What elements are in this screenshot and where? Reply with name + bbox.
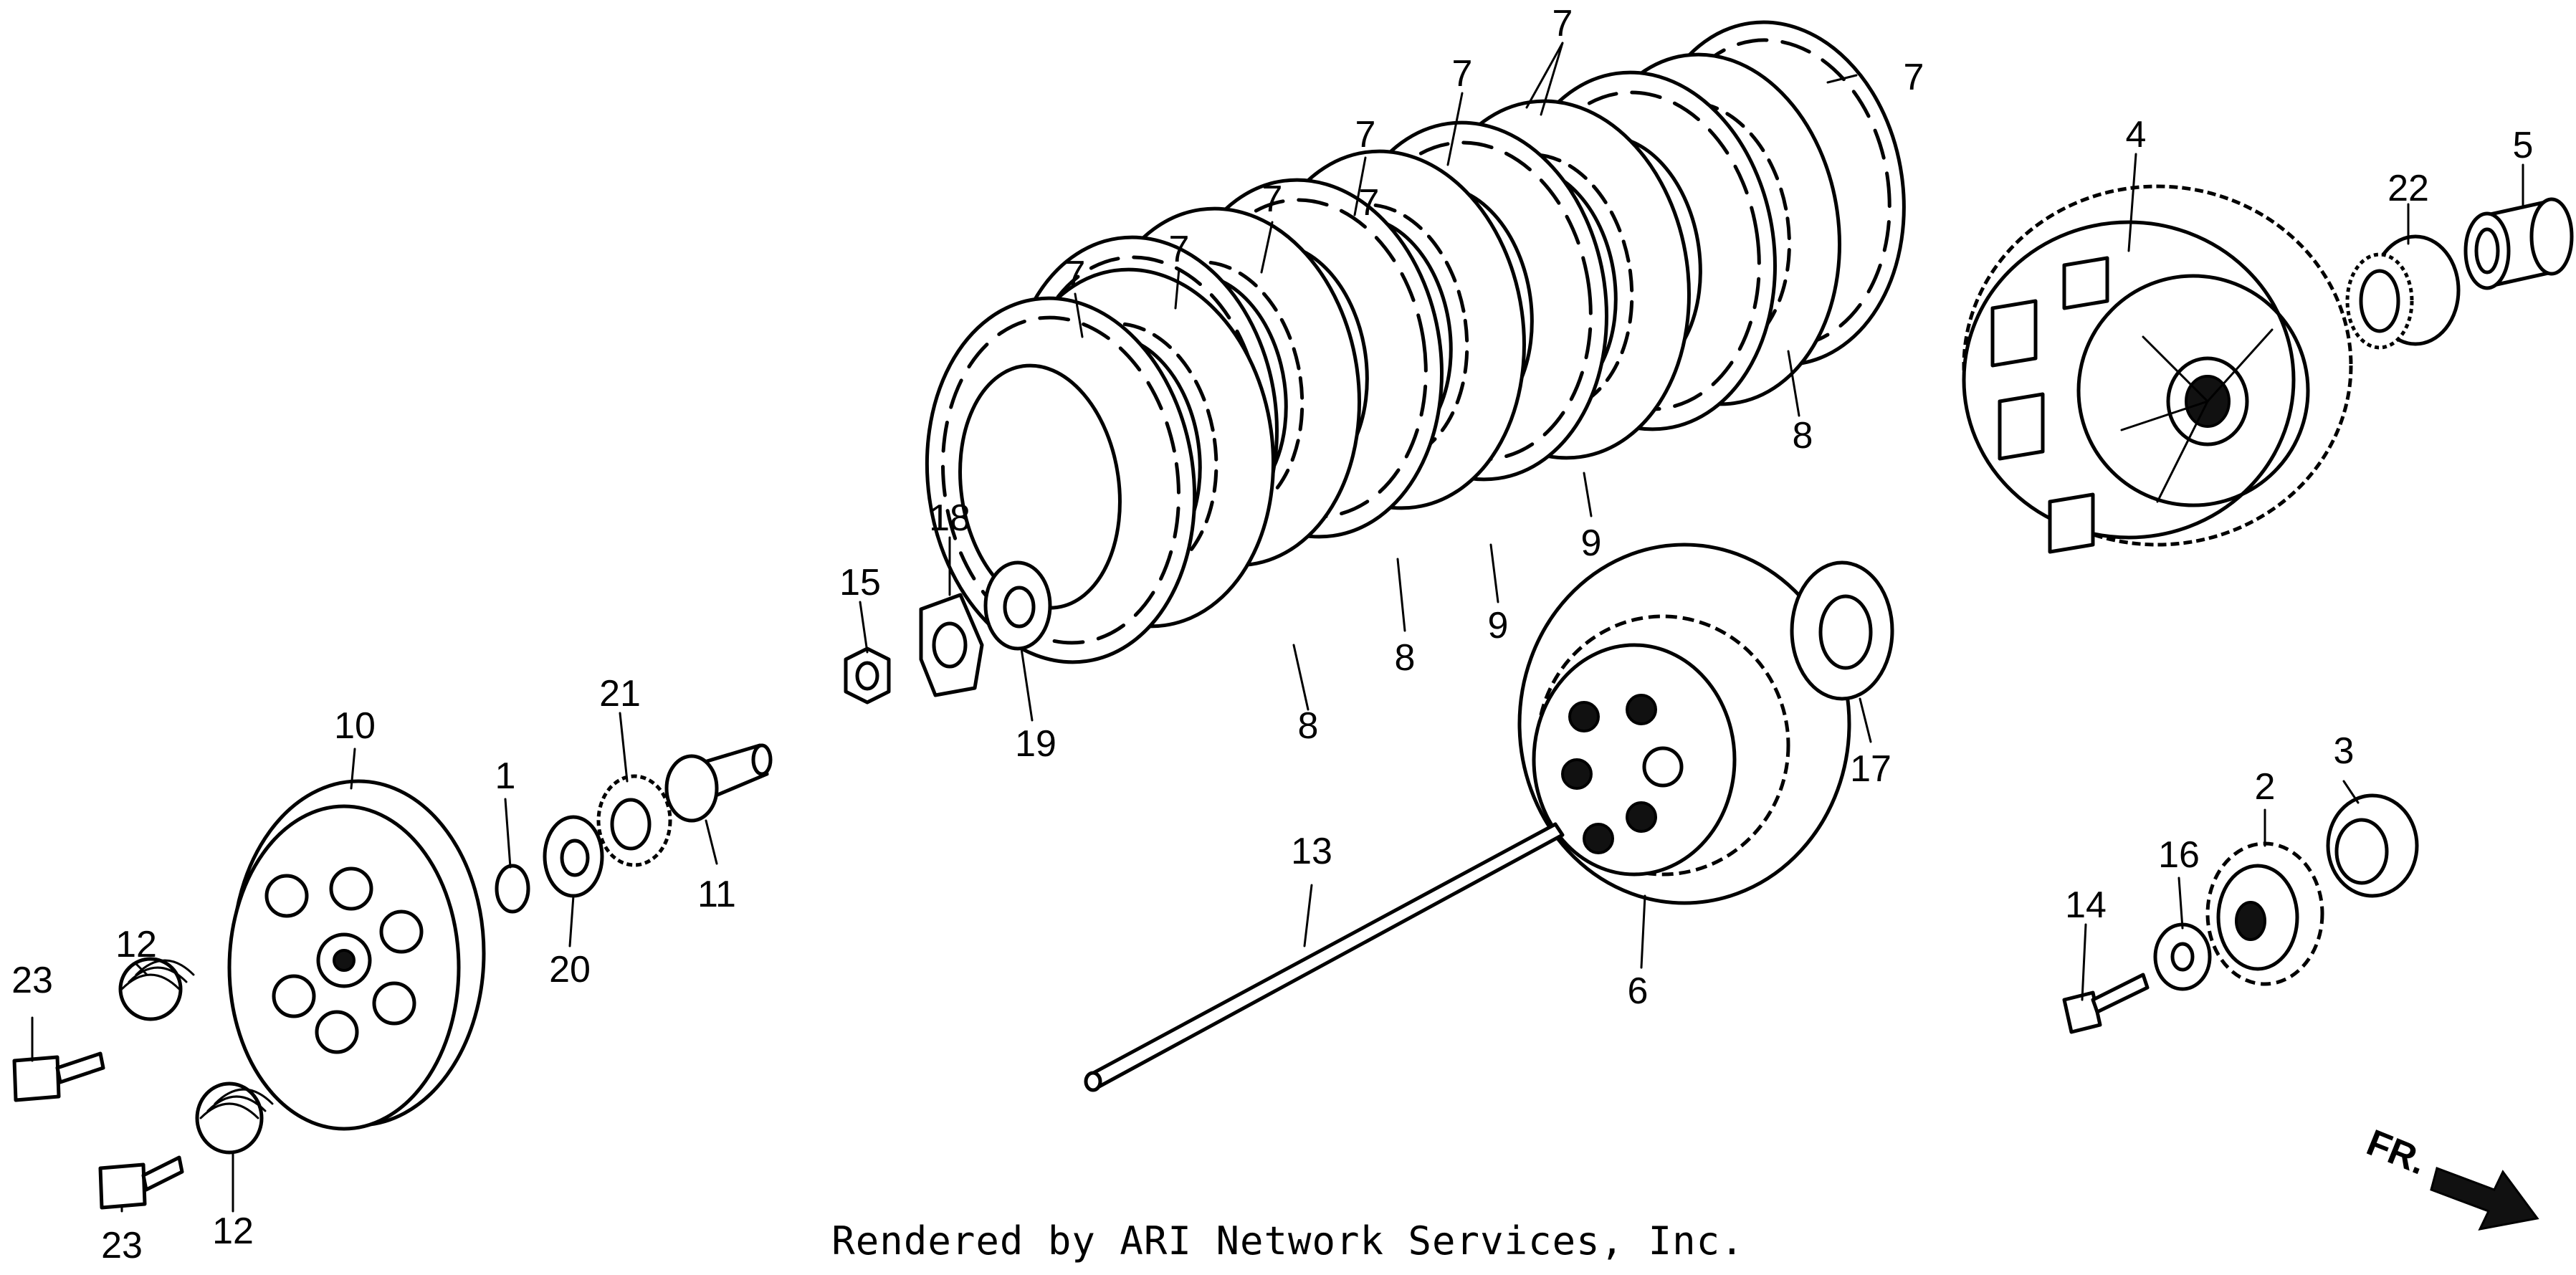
leader-lines — [31, 42, 2524, 1213]
callout-8b: 8 — [1395, 637, 1416, 679]
footer-credit: Rendered by ARI Network Services, Inc. — [831, 1218, 1745, 1264]
callout-labels: 1 2 3 4 5 6 7 7 7 7 7 7 7 7 8 8 8 9 9 10… — [11, 3, 2533, 1266]
callout-8c: 8 — [1298, 705, 1319, 747]
callout-9a: 9 — [1581, 522, 1602, 564]
callout-5: 5 — [2513, 125, 2534, 166]
callout-17: 17 — [1850, 748, 1892, 790]
plain-washer — [543, 815, 604, 898]
callout-22: 22 — [2387, 168, 2429, 209]
callout-23b: 23 — [101, 1225, 143, 1266]
direction-label: FR. — [2361, 1122, 2432, 1183]
washer-16 — [2153, 922, 2212, 991]
callout-11: 11 — [697, 874, 736, 915]
callout-7f: 7 — [1065, 254, 1086, 295]
callout-9b: 9 — [1488, 605, 1509, 646]
callout-4: 4 — [2126, 114, 2147, 156]
callout-14: 14 — [2065, 884, 2107, 926]
clutch-spring — [118, 957, 195, 1021]
primary-drive-gear — [2205, 841, 2324, 986]
flange-bolt — [98, 1155, 184, 1210]
circlip — [495, 864, 530, 914]
outer-guide-bushing — [2463, 197, 2574, 290]
callout-7b: 7 — [1452, 53, 1473, 95]
callout-10: 10 — [334, 705, 376, 747]
clutch-lifter-rod — [1084, 822, 1565, 1092]
arrow-icon — [2430, 1167, 2539, 1231]
callout-19: 19 — [1015, 723, 1056, 765]
lock-washer — [919, 593, 984, 697]
friction-disc-7 — [925, 296, 1197, 664]
callout-7h: 7 — [1359, 182, 1380, 224]
callout-7e: 7 — [1169, 229, 1190, 270]
callout-21: 21 — [599, 673, 641, 715]
callout-2: 2 — [2255, 766, 2276, 808]
spring-washer — [983, 560, 1052, 651]
callout-20: 20 — [549, 949, 591, 990]
clutch-center — [1517, 543, 1851, 905]
clutch-spring — [195, 1081, 274, 1155]
callout-16: 16 — [2158, 834, 2200, 876]
callout-23a: 23 — [11, 960, 53, 1001]
pressure-plate — [227, 779, 486, 1131]
thrust-washer — [1790, 560, 1894, 701]
ball-bearing — [2326, 793, 2419, 898]
clutch-outer-housing — [1962, 184, 2353, 554]
lock-nut — [844, 646, 891, 705]
callout-18: 18 — [929, 497, 970, 539]
flange-bolt — [12, 1051, 105, 1102]
clutch-plate-stack — [925, 20, 1906, 664]
clutch-lifter-piece — [664, 743, 773, 823]
callout-7a: 7 — [1552, 3, 1573, 44]
callout-7c: 7 — [1355, 114, 1376, 156]
callout-3: 3 — [2334, 730, 2355, 772]
needle-bearing — [2345, 234, 2461, 350]
front-direction-arrow: FR. — [2361, 1122, 2539, 1231]
callout-12a: 12 — [115, 924, 157, 965]
callout-6: 6 — [1628, 970, 1649, 1012]
callout-13: 13 — [1291, 831, 1332, 872]
lifter-bearing — [596, 774, 672, 867]
callout-7g: 7 — [1904, 57, 1924, 98]
callout-8a: 8 — [1793, 415, 1813, 457]
callout-12b: 12 — [212, 1210, 254, 1252]
callout-7d: 7 — [1262, 178, 1283, 220]
callout-15: 15 — [839, 562, 881, 603]
primary-gear-bolt — [2062, 973, 2150, 1034]
callout-1: 1 — [495, 755, 516, 797]
